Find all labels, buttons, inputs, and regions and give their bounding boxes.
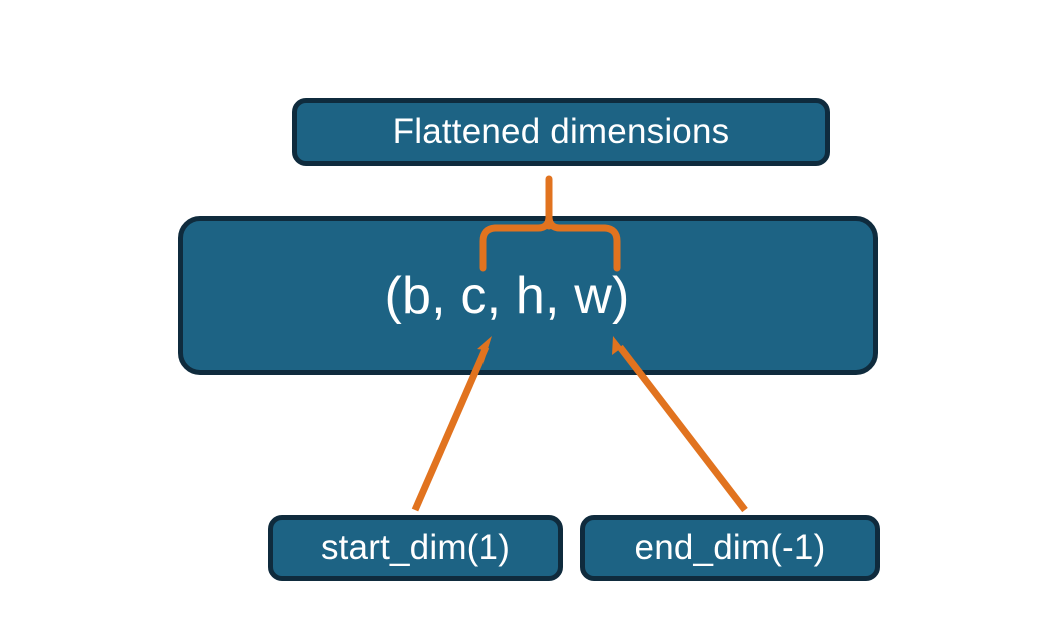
node-end-dim-label: end_dim(-1) bbox=[634, 528, 826, 567]
node-start-dim-label: start_dim(1) bbox=[320, 528, 511, 567]
node-flattened-dimensions[interactable]: Flattened dimensions bbox=[292, 98, 830, 166]
node-flattened-dimensions-label: Flattened dimensions bbox=[392, 112, 730, 151]
node-end-dim[interactable]: end_dim(-1) bbox=[580, 515, 880, 581]
node-tensor-shape-label: (b, c, h, w) bbox=[384, 266, 630, 325]
node-tensor-shape[interactable]: (b, c, h, w) bbox=[178, 216, 878, 375]
node-start-dim[interactable]: start_dim(1) bbox=[268, 515, 563, 581]
